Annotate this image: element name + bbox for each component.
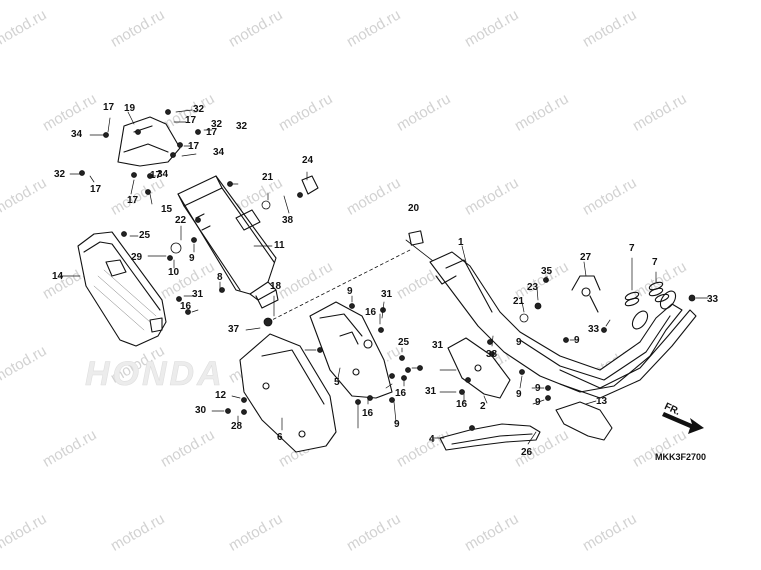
callout-2: 2 (480, 401, 486, 412)
callout-1: 1 (458, 237, 464, 248)
callout-27: 27 (580, 252, 592, 263)
callout-31: 31 (425, 386, 437, 397)
part-5-bracket (309, 301, 393, 399)
callout-16: 16 (362, 408, 374, 419)
callout-38: 38 (282, 215, 294, 226)
callout-8: 8 (217, 272, 223, 283)
callout-25: 25 (139, 230, 151, 241)
callout-29: 29 (131, 252, 143, 263)
part-24-hanger (301, 175, 319, 195)
callout-17: 17 (185, 115, 197, 126)
callout-10: 10 (168, 267, 180, 278)
callout-28: 28 (231, 421, 243, 432)
callout-14: 14 (52, 271, 64, 282)
callout-31: 31 (381, 289, 393, 300)
part-1-exhaust-pipe (429, 251, 697, 399)
callout-35: 35 (541, 266, 553, 277)
callout-23: 23 (527, 282, 539, 293)
callout-12: 12 (215, 390, 227, 401)
callout-16: 16 (395, 388, 407, 399)
callout-5: 5 (334, 377, 340, 388)
callout-16: 16 (365, 307, 377, 318)
callout-17: 17 (103, 102, 115, 113)
leader-lines (59, 109, 709, 445)
callout-9: 9 (535, 383, 541, 394)
part-14-heat-guard (77, 231, 167, 347)
callout-21: 21 (513, 296, 525, 307)
callout-17: 17 (150, 170, 162, 181)
callout-9: 9 (535, 397, 541, 408)
callout-32: 32 (193, 104, 205, 115)
callout-6: 6 (277, 432, 283, 443)
callout-20: 20 (408, 203, 420, 214)
part-7-gaskets (624, 281, 670, 307)
callout-25: 25 (398, 337, 410, 348)
callout-9: 9 (394, 419, 400, 430)
callout-24: 24 (302, 155, 314, 166)
callout-31: 31 (432, 340, 444, 351)
fasteners (79, 109, 696, 431)
part-13-protector (555, 401, 613, 441)
callout-32: 32 (211, 119, 223, 130)
callout-9: 9 (516, 389, 522, 400)
front-direction-arrow (662, 412, 704, 434)
callout-19: 19 (124, 103, 136, 114)
part-4-pipe-guard (439, 423, 541, 451)
callout-15: 15 (161, 204, 173, 215)
callout-31: 31 (192, 289, 204, 300)
honda-logo: HONDA (85, 355, 225, 394)
callout-9: 9 (347, 286, 353, 297)
callout-32: 32 (236, 121, 248, 132)
callout-33: 33 (707, 294, 719, 305)
callout-21: 21 (262, 172, 274, 183)
callout-22: 22 (175, 215, 187, 226)
callout-7: 7 (652, 257, 658, 268)
callout-30: 30 (195, 405, 207, 416)
callout-4: 4 (429, 434, 435, 445)
callout-9: 9 (574, 335, 580, 346)
svg-text:HONDA: HONDA (85, 355, 225, 393)
callout-34: 34 (71, 129, 83, 140)
callout-38: 38 (486, 349, 498, 360)
callout-16: 16 (456, 399, 468, 410)
callout-18: 18 (270, 281, 282, 292)
callout-17: 17 (127, 195, 139, 206)
part-27-sensor (571, 275, 601, 313)
callout-34: 34 (157, 169, 169, 180)
callout-9: 9 (516, 337, 522, 348)
callout-7: 7 (629, 243, 635, 254)
callout-13: 13 (596, 396, 608, 407)
callout-37: 37 (228, 324, 240, 335)
part-6-lower-cover (239, 333, 337, 453)
callout-9: 9 (189, 253, 195, 264)
part-19-cover (117, 116, 181, 167)
callout-16: 16 (180, 301, 192, 312)
callout-32: 32 (54, 169, 66, 180)
part-11-muffler (177, 175, 279, 309)
callout-26: 26 (521, 447, 533, 458)
callout-34: 34 (213, 147, 225, 158)
callout-33: 33 (588, 324, 600, 335)
part-20-gasket (408, 230, 424, 246)
diagram-code: MKK3F2700 (655, 452, 707, 462)
callout-17: 17 (90, 184, 102, 195)
callout-11: 11 (274, 240, 285, 251)
callout-17: 17 (206, 127, 218, 138)
callout-17: 17 (188, 141, 200, 152)
